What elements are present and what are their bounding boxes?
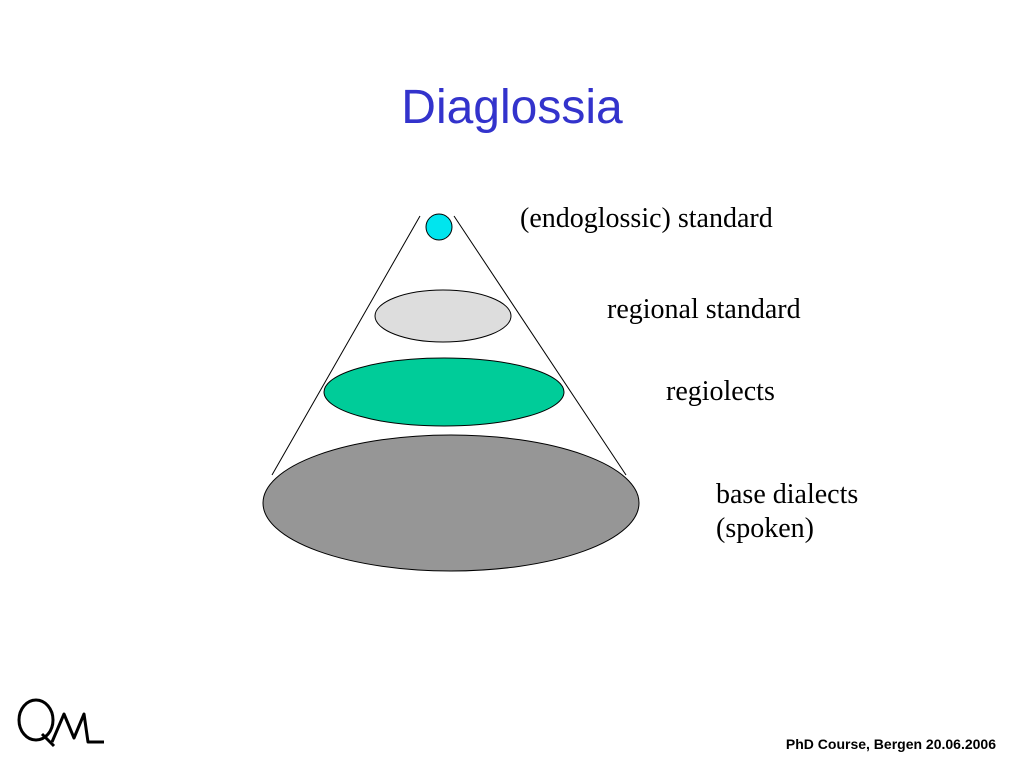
label-endoglossic-standard: (endoglossic) standard [520,203,773,234]
qml-logo-icon [17,698,104,748]
slide-title: Diaglossia [401,81,623,134]
label-regiolects: regiolects [666,376,775,407]
label-base-dialects-line1: base dialects [716,479,859,510]
endoglossic-standard-circle [425,213,453,241]
regiolects-ellipse [323,357,565,427]
cone-right-edge [453,215,627,476]
label-regional-standard: regional standard [607,294,801,325]
slide-footer: PhD Course, Bergen 20.06.2006 [785,736,996,752]
cone-left-edge [271,215,421,476]
label-base-dialects-line2: (spoken) [716,513,814,544]
base-dialects-ellipse [262,434,640,572]
label-base-dialects: base dialects (spoken) [716,478,858,546]
regional-standard-ellipse [374,289,512,343]
